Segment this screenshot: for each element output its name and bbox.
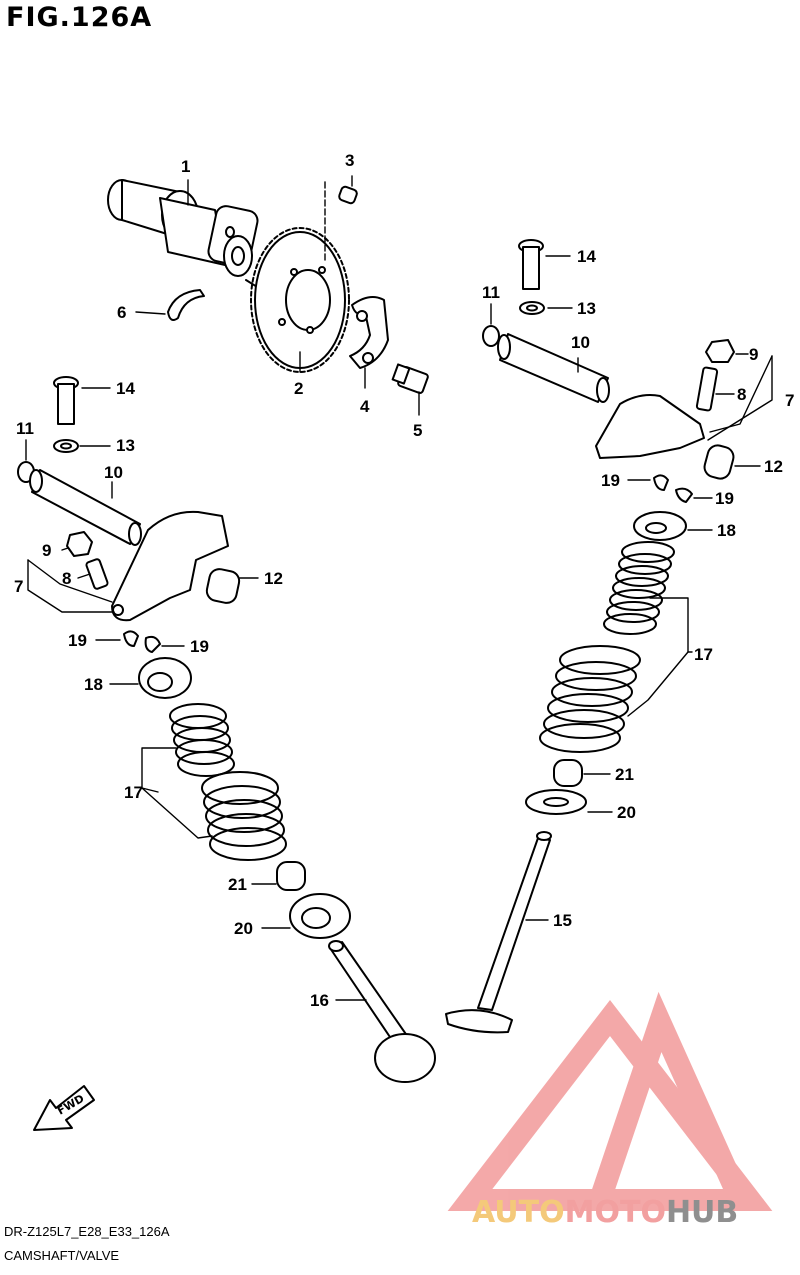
callout-15: 15 — [553, 911, 572, 930]
camshaft-part — [107, 179, 263, 291]
forward-arrow-icon — [33, 1085, 95, 1131]
left-rocker-assembly — [17, 376, 436, 1083]
callout-10-right: 10 — [571, 333, 590, 352]
outer-spring-right — [539, 645, 641, 753]
inner-spring-left — [169, 703, 235, 777]
callout-8-right: 8 — [737, 385, 746, 404]
callout-4: 4 — [360, 397, 370, 416]
callout-11-right: 11 — [482, 283, 500, 302]
callout-6: 6 — [117, 303, 126, 322]
callout-16: 16 — [310, 991, 329, 1010]
callout-1: 1 — [181, 157, 190, 176]
callout-19-left-a: 19 — [68, 631, 87, 650]
callout-7-left: 7 — [14, 577, 23, 596]
callout-17-left: 17 — [124, 783, 143, 802]
callout-2: 2 — [294, 379, 303, 398]
callout-19-right-a: 19 — [601, 471, 620, 490]
cam-sprocket-part — [250, 227, 350, 373]
bolt-5-part — [391, 363, 429, 394]
callout-14-left: 14 — [116, 379, 135, 398]
callout-5: 5 — [413, 421, 422, 440]
callout-12-left: 12 — [264, 569, 283, 588]
callout-13-right: 13 — [577, 299, 596, 318]
callout-20-left: 20 — [234, 919, 253, 938]
cam-stopper-part — [167, 289, 205, 321]
callout-8-left: 8 — [62, 569, 71, 588]
model-code: DR-Z125L7_E28_E33_126A — [4, 1224, 170, 1239]
callout-12-right: 12 — [764, 457, 783, 476]
callout-13-left: 13 — [116, 436, 135, 455]
callout-11-left: 11 — [16, 419, 34, 438]
callout-19-left-b: 19 — [190, 637, 209, 656]
outer-spring-left — [201, 771, 287, 861]
callout-21-left: 21 — [228, 875, 247, 894]
callout-10-left: 10 — [104, 463, 123, 482]
watermark-logo — [447, 991, 773, 1211]
callout-18-right: 18 — [717, 521, 736, 540]
callout-9-left: 9 — [42, 541, 51, 560]
watermark-text: AUTOMOTOHUB — [472, 1195, 738, 1230]
callout-labels: 1 2 3 4 5 6 14 13 11 10 9 8 7 12 19 19 1… — [14, 151, 794, 1010]
figure-caption: CAMSHAFT/VALVE — [4, 1248, 120, 1263]
figure-title: FIG.126A — [6, 2, 153, 33]
leader-lines — [25, 175, 773, 1001]
callout-17-right: 17 — [694, 645, 713, 664]
callout-3: 3 — [345, 151, 354, 170]
inner-spring-right — [603, 541, 675, 635]
callout-20-right: 20 — [617, 803, 636, 822]
callout-9-right: 9 — [749, 345, 758, 364]
dowel-pin-part — [338, 185, 358, 205]
callout-19-right-b: 19 — [715, 489, 734, 508]
callout-18-left: 18 — [84, 675, 103, 694]
right-rocker-assembly — [445, 239, 735, 1034]
callout-21-right: 21 — [615, 765, 634, 784]
callout-14-right: 14 — [577, 247, 596, 266]
callout-7-right: 7 — [785, 391, 794, 410]
